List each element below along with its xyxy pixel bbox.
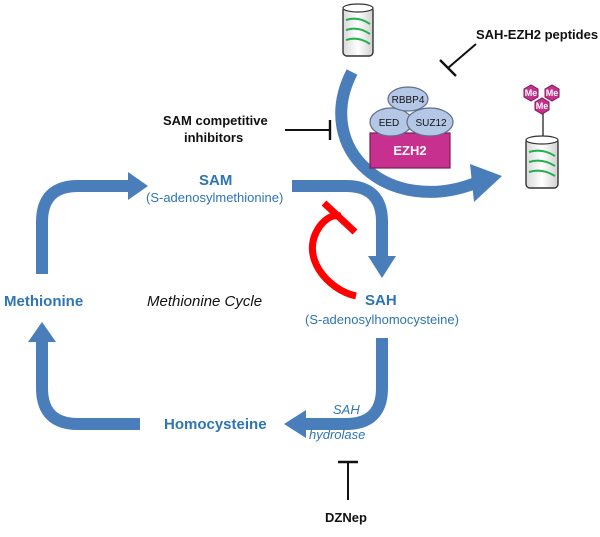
methyl-group-2: Me	[544, 84, 560, 102]
sam-competitive-label-line1: SAM competitive	[163, 113, 268, 128]
rbbp4-subunit	[387, 86, 429, 112]
arrow-methionine-to-sam	[36, 172, 148, 274]
methylated-nucleosome-icon: Me Me Me	[523, 84, 560, 189]
ezh2-label: EZH2	[393, 143, 426, 158]
sam-label: SAM	[199, 172, 233, 189]
sam-competitive-inhibition-line	[285, 120, 332, 140]
sah-label: SAH	[365, 292, 397, 309]
enzyme-label-line1: SAH	[333, 402, 360, 417]
enzyme-label-line2: hydrolase	[309, 427, 366, 442]
peptides-label: SAH-EZH2 peptides	[476, 27, 599, 42]
sam-full-name: (S-adenosylmethionine)	[146, 190, 284, 205]
suz12-label: SUZ12	[415, 118, 447, 129]
svg-text:Me: Me	[546, 88, 559, 98]
peptide-inhibition-line	[439, 43, 477, 77]
dznep-inhibition-line	[338, 460, 358, 500]
dznep-label: DZNep	[325, 510, 367, 525]
svg-text:Me: Me	[536, 101, 549, 111]
arrow-sah-to-homocysteine	[284, 338, 388, 438]
nucleosome-icon	[342, 3, 374, 57]
ezh2-box	[369, 132, 451, 169]
arrow-homocysteine-to-methionine	[28, 322, 140, 430]
sah-feedback-inhibition	[309, 200, 358, 300]
sah-full-name: (S-adenosylhomocysteine)	[305, 312, 459, 327]
methyl-group-1: Me	[523, 84, 539, 102]
arrow-sam-to-sah	[292, 180, 396, 278]
sam-competitive-label-line2: inhibitors	[184, 130, 244, 145]
methionine-label: Methionine	[4, 293, 84, 310]
homocysteine-label: Homocysteine	[164, 416, 267, 433]
methylation-arrow	[335, 69, 502, 202]
rbbp4-label: RBBP4	[392, 95, 425, 106]
methyl-group-3: Me	[534, 97, 550, 115]
cycle-name-label: Methionine Cycle	[147, 293, 263, 310]
eed-label: EED	[379, 118, 400, 129]
prc2-complex: RBBP4 EED SUZ12 EZH2	[369, 86, 454, 169]
svg-text:Me: Me	[525, 88, 538, 98]
suz12-subunit	[406, 107, 454, 137]
